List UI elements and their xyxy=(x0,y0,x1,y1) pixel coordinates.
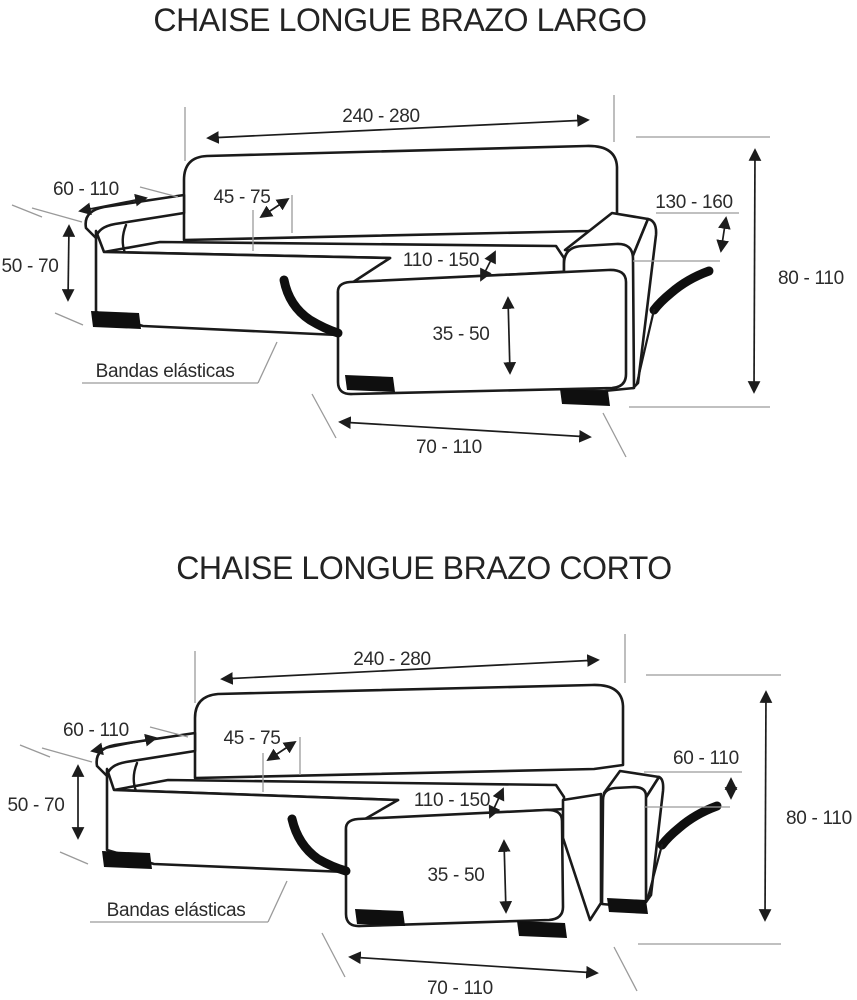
tick xyxy=(311,393,337,439)
short-arm-front xyxy=(600,785,648,908)
left-arm-inner-seam xyxy=(121,223,128,255)
label-elastic-bands: Bandas elásticas xyxy=(107,900,246,921)
arrow-seat-back xyxy=(259,197,290,219)
dim-chaise-front: 35 - 50 xyxy=(427,865,484,886)
leader xyxy=(257,341,278,384)
dim-left-arm: 60 - 110 xyxy=(53,179,119,200)
short-arm-side xyxy=(643,775,665,904)
leader xyxy=(267,880,288,923)
dim-seat-back: 45 - 75 xyxy=(223,728,280,749)
tick xyxy=(31,207,83,223)
arrow-total-height xyxy=(758,690,773,922)
arrow-chaise-bottom xyxy=(338,416,592,443)
foot-chaise-left xyxy=(345,375,395,392)
dim-chaise-bottom: 70 - 110 xyxy=(427,978,493,999)
dimensions-brazo-largo: 240 - 280 60 - 110 45 - 75 130 - 160 50 … xyxy=(1,95,844,458)
dim-total-height: 80 - 110 xyxy=(786,808,852,829)
tick xyxy=(41,747,93,763)
chaise-front xyxy=(336,268,628,396)
dim-chaise-top: 110 - 150 xyxy=(403,250,479,271)
arrow-right-arm xyxy=(716,216,731,253)
title-brazo-largo: CHAISE LONGUE BRAZO LARGO xyxy=(153,2,647,38)
dimensions-brazo-corto: 240 - 280 60 - 110 45 - 75 60 - 110 50 -… xyxy=(7,634,852,999)
label-elastic-bands: Bandas elásticas xyxy=(96,361,235,382)
dim-chaise-front: 35 - 50 xyxy=(432,324,489,345)
arrow-chaise-front xyxy=(497,839,513,914)
tick xyxy=(59,851,89,865)
tick xyxy=(149,726,189,738)
elastic-strap-right xyxy=(657,801,722,850)
foot-chaise-right xyxy=(517,921,567,938)
arrow-left-arm xyxy=(78,193,148,216)
left-arm-inner-seam xyxy=(132,761,139,793)
foot-chaise-right xyxy=(560,389,610,406)
foot-left xyxy=(91,311,141,329)
left-arm-top xyxy=(84,193,186,240)
dim-right-arm: 130 - 160 xyxy=(655,192,733,213)
elastic-cord-right xyxy=(635,308,656,385)
title-brazo-corto: CHAISE LONGUE BRAZO CORTO xyxy=(176,550,672,586)
tick xyxy=(321,932,346,978)
dim-back-width: 240 - 280 xyxy=(342,106,420,127)
arrow-back-width xyxy=(206,114,590,144)
foot-chaise-left xyxy=(355,909,405,926)
tick xyxy=(139,186,179,198)
elastic-strap-center xyxy=(287,814,351,876)
foot-left xyxy=(102,851,152,869)
tick xyxy=(19,744,51,758)
arrow-total-height xyxy=(747,148,762,394)
foot-short-arm xyxy=(607,898,648,914)
dim-back-width: 240 - 280 xyxy=(353,649,431,670)
backrest xyxy=(193,683,625,780)
arrow-seat-back xyxy=(266,740,297,762)
dim-left-height: 50 - 70 xyxy=(1,256,58,277)
dim-left-arm: 60 - 110 xyxy=(63,720,129,741)
tick xyxy=(602,412,627,458)
tick xyxy=(11,204,43,218)
arrow-chaise-front xyxy=(501,296,517,375)
dim-seat-back: 45 - 75 xyxy=(213,187,270,208)
dim-chaise-bottom: 70 - 110 xyxy=(416,437,482,458)
arrow-chaise-top xyxy=(480,250,496,282)
arrow-chaise-top xyxy=(488,787,505,819)
tick xyxy=(613,946,638,992)
arrow-chaise-bottom xyxy=(348,951,599,979)
elastic-cord-right xyxy=(646,843,664,899)
elastic-strap-right xyxy=(649,266,714,315)
arrow-left-arm xyxy=(90,733,158,756)
elastic-strap-center xyxy=(279,275,343,338)
sofa-brazo-corto xyxy=(95,683,722,938)
right-body-side xyxy=(561,792,603,922)
dim-right-arm: 60 - 110 xyxy=(673,748,739,769)
tick xyxy=(54,312,84,326)
arrow-back-width xyxy=(220,654,600,685)
dim-left-height: 50 - 70 xyxy=(7,795,64,816)
dim-total-height: 80 - 110 xyxy=(778,268,844,289)
sofa-brazo-largo xyxy=(84,144,714,406)
dim-chaise-top: 110 - 150 xyxy=(414,790,490,811)
arrow-left-height xyxy=(61,224,76,302)
